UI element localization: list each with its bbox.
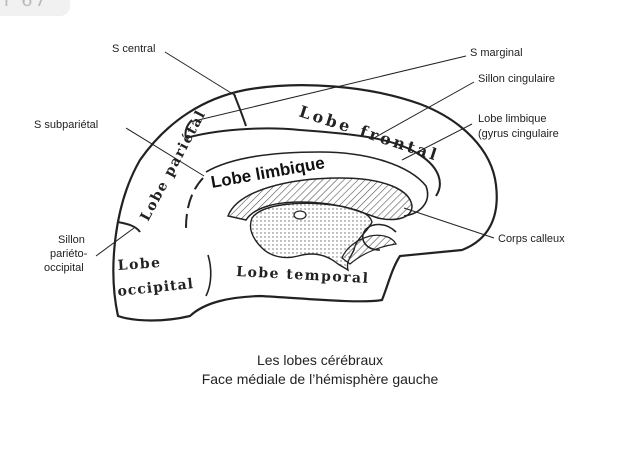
frontal-curl	[362, 223, 397, 251]
caption-subtitle: Face médiale de l’hémisphère gauche	[201, 371, 439, 387]
label-lobe-limbique-line2: (gyrus cingulaire	[478, 128, 559, 140]
label-sillon-cingulaire: Sillon cingulaire	[478, 73, 555, 85]
occipital-temporal-boundary	[205, 254, 212, 297]
interthalamic-adhesion	[293, 210, 307, 220]
label-lobe-limbique-line1: Lobe limbique	[478, 113, 547, 125]
corner-tab: r 67	[0, 0, 70, 16]
label-sillon-po-line1: Sillon	[58, 234, 85, 246]
label-sillon-po-line3: occipital	[44, 262, 84, 274]
parahippocampal-sliver	[341, 234, 397, 265]
corner-text: r 67	[4, 0, 49, 11]
leader-lines	[95, 51, 495, 257]
caption-title: Les lobes cérébraux	[256, 352, 384, 368]
label-s-central: S central	[112, 43, 155, 55]
label-corps-calleux: Corps calleux	[498, 233, 565, 245]
marginal-sulcus	[184, 119, 193, 139]
label-sillon-po-line2: pariéto-	[50, 248, 88, 260]
lobe-temporal-name: Lobe temporal	[236, 264, 370, 287]
limbic-contour	[205, 151, 429, 217]
label-s-subparietal: S subpariétal	[34, 119, 98, 131]
label-s-marginal: S marginal	[470, 47, 523, 59]
lobe-occipital-name-line2: occipital	[117, 276, 195, 300]
central-sulcus	[233, 93, 247, 127]
cingulate-sulcus	[185, 127, 441, 197]
parieto-occipital-sulcus	[117, 221, 141, 233]
lobe-occipital-name-line1: Lobe	[117, 255, 162, 274]
subparietal-sulcus	[185, 177, 204, 229]
corpus-callosum	[226, 177, 413, 221]
